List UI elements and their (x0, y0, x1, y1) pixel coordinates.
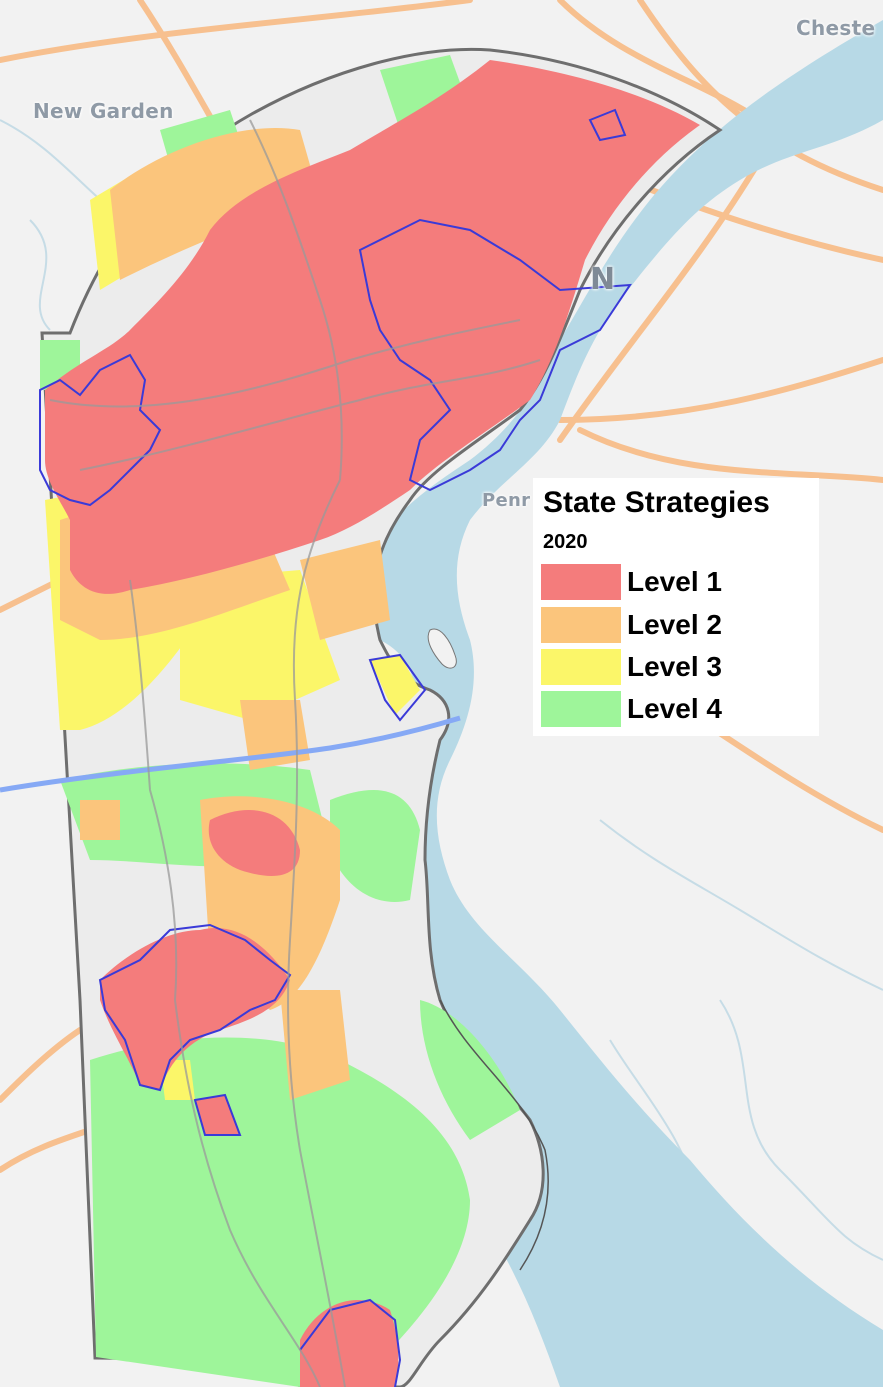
legend-swatch-level-3 (541, 649, 621, 685)
place-label-penns: Penr (482, 490, 531, 511)
legend-label-level-1: Level 1 (627, 566, 722, 597)
municipal-boundaries (39, 108, 632, 1387)
state-line (439, 999, 549, 1271)
county-roads (49, 119, 541, 1387)
map-legend: State Strategies 2020 Level 1 Level 2 Le… (533, 478, 819, 736)
place-label-n: N (590, 262, 616, 297)
legend-item-level-1: Level 1 (541, 564, 811, 602)
chesapeake-delaware-canal (0, 715, 461, 793)
level-4-areas (40, 55, 520, 1387)
delaware-river (365, 20, 883, 1387)
legend-title: State Strategies (543, 486, 770, 519)
legend-label-level-4: Level 4 (627, 693, 722, 724)
place-label-new-garden: New Garden (33, 99, 174, 123)
legend-item-level-2: Level 2 (541, 607, 811, 645)
pea-patch-island (427, 628, 457, 669)
legend-swatch-level-2 (541, 607, 621, 643)
legend-label-level-3: Level 3 (627, 651, 722, 682)
legend-label-level-2: Level 2 (627, 609, 722, 640)
place-label-chester: Cheste (796, 16, 876, 40)
legend-item-level-3: Level 3 (541, 649, 811, 687)
legend-swatch-level-4 (541, 691, 621, 727)
legend-year: 2020 (543, 531, 588, 553)
legend-item-level-4: Level 4 (541, 691, 811, 729)
level-1-areas (45, 60, 700, 1387)
legend-swatch-level-1 (541, 564, 621, 600)
